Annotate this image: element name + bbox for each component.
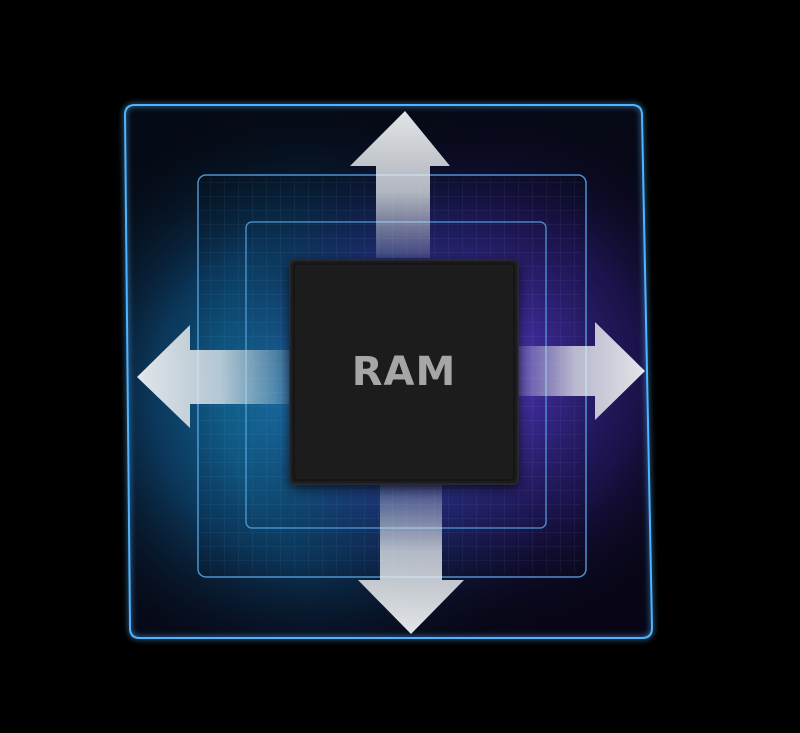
expand-arrows-icon (137, 111, 645, 634)
arrow-left-icon (137, 325, 290, 428)
arrow-right-icon (518, 322, 645, 420)
ram-chip-label: RAM (351, 349, 457, 395)
arrow-up-icon (350, 111, 450, 258)
arrow-down-icon (358, 484, 464, 634)
ram-chip (289, 259, 519, 485)
